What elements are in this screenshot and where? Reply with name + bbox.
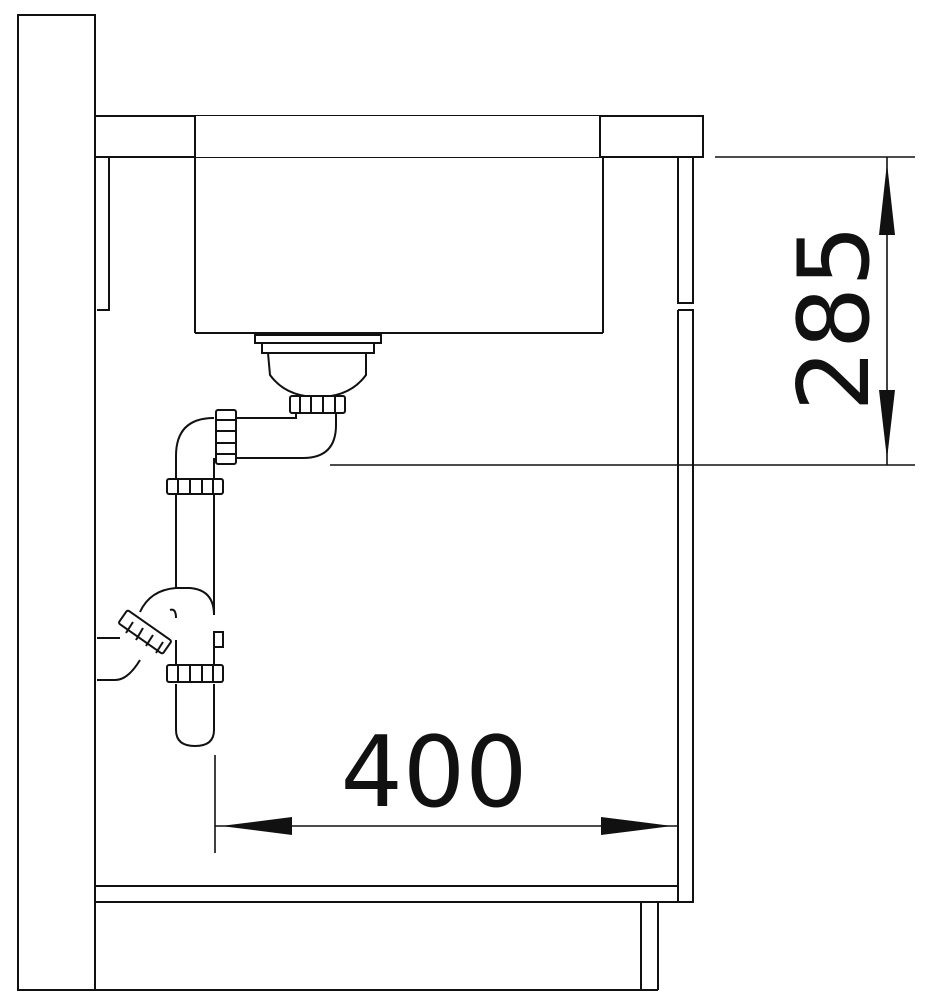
dimension-400: 400	[214, 716, 678, 853]
arrow-head-top	[879, 163, 895, 235]
arrow-head-right	[601, 817, 672, 835]
arrow-head-bottom	[879, 390, 895, 459]
cabinet	[95, 156, 694, 991]
drain-pipe	[166, 409, 337, 615]
dimension-400-label: 400	[340, 716, 527, 830]
arrow-head-left	[221, 817, 292, 835]
dimension-285: 285	[330, 156, 915, 466]
sink-bowl	[194, 116, 604, 334]
wall	[17, 14, 96, 991]
dimension-285-label: 285	[778, 224, 892, 411]
drain-strainer	[254, 334, 382, 414]
trap	[97, 587, 224, 748]
